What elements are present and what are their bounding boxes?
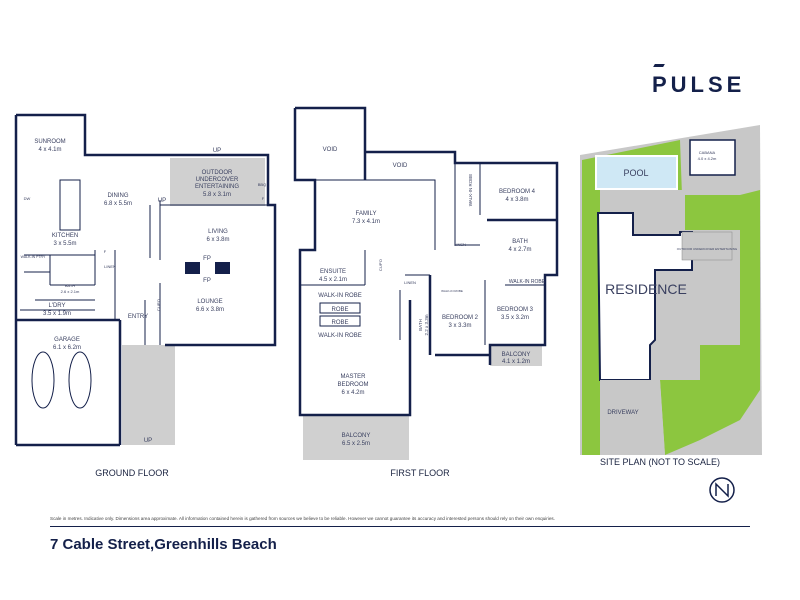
room-label: FAMILY <box>356 211 377 217</box>
room-label: WALK-IN ROBE <box>318 293 361 299</box>
driveway <box>600 380 665 455</box>
disclaimer: Scale in metres. Indicative only. Dimens… <box>50 516 555 521</box>
room-size: 6 x 4.2m <box>341 390 364 396</box>
room-label: ROBE <box>331 320 348 326</box>
outdoor-label: OUTDOOR UNDERCOVER ENTERTAINING <box>677 247 738 251</box>
cabana-outline <box>689 139 736 176</box>
first-floor-plan: VOID VOID FAMILY 7.3 x 4.1m BEDROOM 4 4 … <box>293 106 559 478</box>
room-label: VOID <box>393 163 408 169</box>
room-label: WALK-IN PTRY <box>21 255 46 259</box>
room-label: MASTER <box>340 374 366 380</box>
robe <box>319 315 361 327</box>
site-plan-title: SITE PLAN (NOT TO SCALE) <box>600 457 720 467</box>
robe <box>319 302 361 314</box>
brand-logo: PULSE <box>652 72 746 97</box>
up-marker: UP <box>158 198 166 204</box>
up-marker: UP <box>144 438 152 444</box>
room-size: 3.5 x 1.9m <box>43 311 71 317</box>
balcony-fill <box>303 416 409 460</box>
room-label: LOUNGE <box>197 299 222 305</box>
room-label: UNDERCOVER <box>196 177 239 183</box>
room-label: BATH <box>512 239 528 245</box>
room-size: 7.3 x 4.1m <box>352 219 380 225</box>
room-size: 2.6 x 2.1m <box>61 289 80 294</box>
room-label: BATH <box>65 283 75 288</box>
fireplace-label: FP <box>203 278 211 284</box>
room-size: 4.5 x 2.1m <box>319 277 347 283</box>
room-label: LINEN <box>454 242 466 247</box>
compass-icon <box>709 477 735 503</box>
room-label: GARAGE <box>54 337 80 343</box>
room-label: OUTDOOR <box>202 170 233 176</box>
room-label: ROBE <box>331 307 348 313</box>
room-label: ENTERTAINING <box>195 184 239 190</box>
room-label: BEDROOM 2 <box>442 315 479 321</box>
room-size: 6.5 x 2.5m <box>342 441 370 447</box>
room-size: 3 x 3.3m <box>448 323 471 329</box>
room-size: 6.8 x 5.5m <box>104 201 132 207</box>
driveway-label: DRIVEWAY <box>607 410 638 416</box>
room-size: 3 x 5.5m <box>53 241 76 247</box>
car-icon <box>31 351 55 409</box>
room-size: 4 x 4.1m <box>38 147 61 153</box>
cabana-size: 4.0 x 4.2m <box>698 156 717 161</box>
fridge-label: F <box>104 249 107 254</box>
room-size: 6.6 x 3.8m <box>196 307 224 313</box>
outdoor-area <box>681 231 733 261</box>
room-size: 5.8 x 3.1m <box>203 192 231 198</box>
property-address: 7 Cable Street,Greenhills Beach <box>50 536 277 553</box>
fridge-label: F <box>262 196 265 201</box>
room-label: BEDROOM 4 <box>499 189 536 195</box>
room-label: BEDROOM 3 <box>497 307 534 313</box>
room-label: CUP'D <box>378 259 383 271</box>
room-label: LIVING <box>208 229 228 235</box>
room-label: BALCONY <box>502 352 531 358</box>
room-label: LINEN <box>404 280 416 285</box>
up-marker: UP <box>213 148 221 154</box>
divider <box>50 526 750 527</box>
room-label: BATH <box>418 319 423 331</box>
room-label: WALK-IN ROBE <box>509 279 546 285</box>
room-label: BEDROOM <box>337 382 368 388</box>
bbq-label: BBQ <box>258 182 266 187</box>
room-label: SUNROOM <box>34 139 65 145</box>
room-label: KITCHEN <box>52 233 78 239</box>
room-size: 3.5 x 3.2m <box>501 315 529 321</box>
room-label: ENSUITE <box>320 269 346 275</box>
room-label: WALK-IN ROBE <box>318 333 361 339</box>
room-size: 2.2 x 3.3m <box>424 314 429 335</box>
room-label: DINING <box>108 193 129 199</box>
fireplace-label: FP <box>203 256 211 262</box>
room-label: BALCONY <box>342 433 371 439</box>
pool-water <box>597 157 676 188</box>
ground-floor-title: GROUND FLOOR <box>95 468 169 478</box>
balcony-fill <box>490 346 542 366</box>
room-label: WALK-IN ROBE <box>468 174 473 207</box>
dishwasher-label: DW <box>24 196 31 201</box>
entry-stairs-fill <box>122 345 175 445</box>
residence-label: RESIDENCE <box>605 281 687 297</box>
cabana-label: CABANA <box>699 150 716 155</box>
room-size: 4 x 3.8m <box>505 197 528 203</box>
room-size: 6 x 3.8m <box>206 237 229 243</box>
kitchen-island <box>59 179 81 231</box>
room-size: 4.1 x 1.2m <box>502 359 530 365</box>
outdoor-area-fill <box>170 158 265 206</box>
site-plan: POOL CABANA 4.0 x 4.2m OUTDOOR UNDERCOVE… <box>580 125 762 467</box>
ground-floor-plan: SUNROOM 4 x 4.1m DINING 6.8 x 5.5m OUTDO… <box>14 113 277 478</box>
room-label: L'DRY <box>48 303 65 309</box>
room-size: 6.1 x 6.2m <box>53 345 81 351</box>
room-label: CUP'D <box>156 299 161 311</box>
pool-label: POOL <box>623 168 648 178</box>
room-label: VOID <box>323 147 338 153</box>
first-floor-title: FIRST FLOOR <box>390 468 450 478</box>
room-label: LINEN <box>104 264 116 269</box>
car-icon <box>68 351 92 409</box>
room-label: WALK-IN ROBE <box>441 289 463 293</box>
room-size: 4 x 2.7m <box>508 247 531 253</box>
room-label: ENTRY <box>128 314 148 320</box>
